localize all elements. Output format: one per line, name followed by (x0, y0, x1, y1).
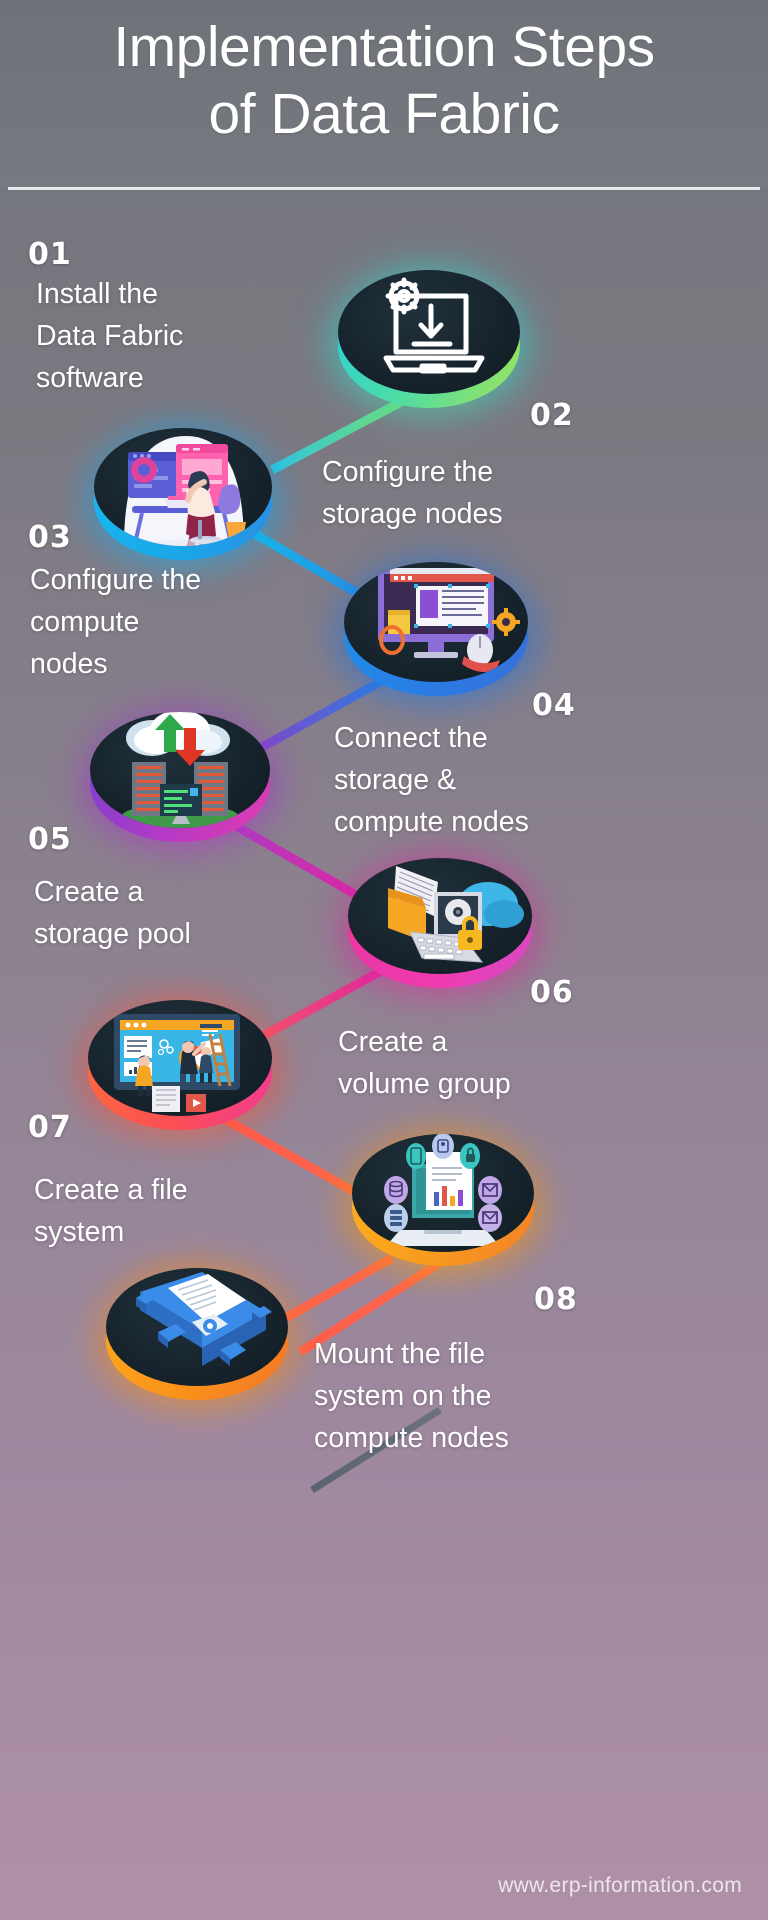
step-06-disc[interactable] (72, 990, 288, 1140)
step-number: 04 (532, 688, 576, 723)
person-at-desk-workstation-icon (124, 436, 246, 546)
step-label: Connect the storage & compute nodes (334, 722, 529, 838)
step-number: 03 (28, 520, 72, 555)
step-label: Create a volume group (338, 1026, 511, 1100)
disc-face (344, 562, 528, 682)
step-label: Install the Data Fabric software (36, 278, 184, 394)
step-02-disc[interactable] (78, 418, 288, 570)
footer-url[interactable]: www.erp-information.com (498, 1874, 742, 1897)
disc-face (352, 1134, 534, 1252)
step-05-disc[interactable] (332, 848, 548, 998)
step-label: Configure the compute nodes (30, 564, 202, 680)
page-title: Implementation Steps of Data Fabric (113, 15, 655, 147)
disc-face (88, 1000, 272, 1116)
laptop-download-gear-icon (383, 277, 485, 374)
step-label: Create a storage pool (34, 876, 191, 950)
step-01-disc[interactable] (322, 260, 536, 418)
cloud-server-racks-icon (122, 712, 238, 828)
laptop-document-services-icon (384, 1134, 502, 1246)
step-04-disc[interactable] (74, 702, 286, 852)
disc-face (90, 712, 270, 828)
desktop-monitor-documents-icon (378, 568, 520, 672)
laptop-disk-cloud-lock-icon (388, 866, 524, 963)
step-number: 02 (530, 398, 574, 433)
step-number: 06 (530, 975, 574, 1010)
step-label: Mount the file system on the compute nod… (314, 1338, 509, 1454)
header-divider (8, 187, 760, 190)
step-number: 07 (28, 1110, 72, 1145)
step-07-disc[interactable] (336, 1124, 550, 1276)
step-label: Create a file system (34, 1174, 188, 1248)
disc-face (106, 1268, 288, 1386)
step-label: Configure the storage nodes (322, 456, 503, 530)
step-08-disc[interactable] (90, 1258, 304, 1410)
disc-face (94, 428, 272, 546)
team-dashboard-screen-icon (114, 1014, 240, 1112)
disc-face (338, 270, 520, 394)
disc-face (348, 858, 532, 974)
step-number: 05 (28, 822, 72, 857)
header-banner: Implementation Steps of Data Fabric (0, 0, 768, 189)
monitor-file-mount-icon (136, 1272, 272, 1366)
step-03-disc[interactable] (328, 552, 544, 706)
step-number: 08 (534, 1282, 578, 1317)
step-number: 01 (28, 237, 72, 272)
